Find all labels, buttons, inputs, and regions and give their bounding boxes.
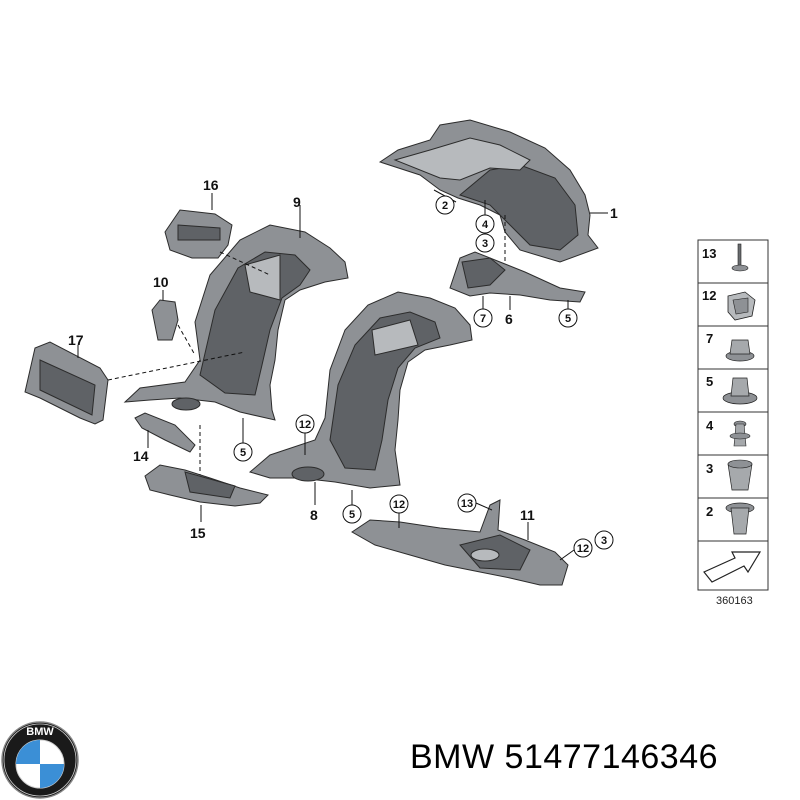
legend-label-5: 5 bbox=[706, 374, 713, 389]
callout-4: 4 bbox=[482, 219, 489, 231]
legend-label-13: 13 bbox=[702, 246, 716, 261]
part-8-wheel-arch-liner bbox=[248, 291, 473, 489]
callout-3-b: 3 bbox=[601, 535, 607, 547]
bmw-logo-letters: BMW bbox=[26, 726, 54, 738]
callout-9: 9 bbox=[293, 194, 301, 210]
screw-icon bbox=[731, 243, 749, 272]
direction-arrow-icon bbox=[703, 551, 762, 583]
callout-12-c: 12 bbox=[577, 543, 589, 555]
nut-icon bbox=[725, 339, 755, 362]
callout-15: 15 bbox=[190, 525, 206, 541]
callout-3: 3 bbox=[482, 238, 488, 250]
callout-5-b: 5 bbox=[240, 447, 246, 459]
part-6-bracket bbox=[449, 251, 586, 303]
part-1-wheel-arch-liner bbox=[378, 119, 599, 263]
push-rivet-icon bbox=[729, 420, 751, 447]
callout-11: 11 bbox=[520, 507, 535, 523]
part-11-panel bbox=[351, 499, 569, 586]
part-16-vent bbox=[164, 209, 233, 259]
expanding-nut-icon bbox=[725, 502, 755, 535]
callout-10: 10 bbox=[153, 274, 169, 290]
fastener-legend: 13 12 7 5 4 3 bbox=[697, 239, 769, 591]
part-15-trim bbox=[144, 464, 269, 507]
callout-17: 17 bbox=[68, 332, 84, 348]
callout-1: 1 bbox=[610, 205, 618, 221]
callout-8: 8 bbox=[310, 507, 318, 523]
washer-nut-icon bbox=[722, 377, 758, 405]
callout-12-b: 12 bbox=[393, 499, 405, 511]
part-17-panel bbox=[24, 341, 109, 425]
callout-5-c: 5 bbox=[349, 509, 355, 521]
callout-7: 7 bbox=[480, 313, 486, 325]
part-number-caption: BMW 51477146346 bbox=[410, 738, 719, 776]
callout-13: 13 bbox=[461, 498, 473, 510]
legend-label-3: 3 bbox=[706, 461, 713, 476]
legend-label-7: 7 bbox=[706, 331, 713, 346]
square-nut-icon bbox=[727, 459, 753, 491]
callout-2: 2 bbox=[442, 200, 448, 212]
callout-6: 6 bbox=[505, 311, 513, 327]
bmw-logo: BMW bbox=[1, 721, 79, 799]
spring-clip-icon bbox=[727, 291, 756, 321]
callout-12-a: 12 bbox=[299, 419, 311, 431]
part-14-strip bbox=[134, 412, 196, 453]
drawing-number: 360163 bbox=[716, 595, 753, 607]
callout-5-a: 5 bbox=[565, 313, 571, 325]
legend-label-4: 4 bbox=[706, 418, 714, 433]
part-9-wheel-arch-liner bbox=[123, 224, 349, 421]
callout-14: 14 bbox=[133, 448, 149, 464]
callout-16: 16 bbox=[203, 177, 219, 193]
part-10-grommet bbox=[151, 299, 179, 341]
legend-label-12: 12 bbox=[702, 288, 716, 303]
legend-label-2: 2 bbox=[706, 504, 713, 519]
